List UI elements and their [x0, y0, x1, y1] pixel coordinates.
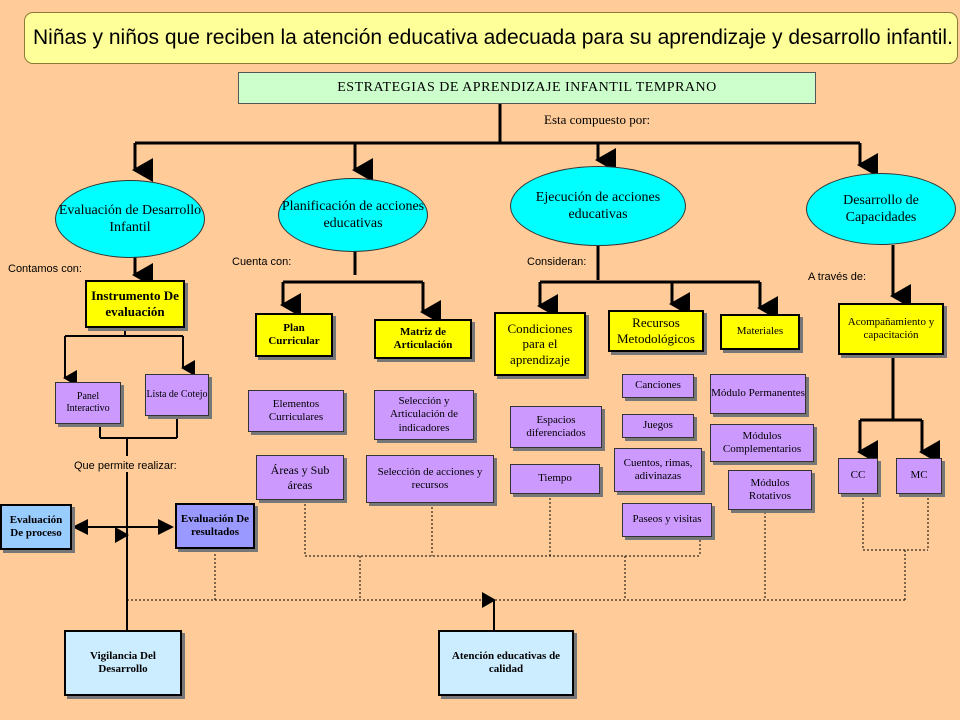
espacios-diferenciados-box: Espacios diferenciados — [510, 406, 602, 448]
branch-capacidades: Desarrollo de Capacidades — [806, 173, 956, 245]
page-title: Niñas y niños que reciben la atención ed… — [24, 12, 958, 64]
lista-cotejo-box: Lista de Cotejo — [145, 374, 209, 416]
label-traves: A través de: — [808, 271, 867, 283]
condiciones-aprendizaje-box: Condiciones para el aprendizaje — [494, 312, 586, 376]
label-permite: Que permite realizar: — [74, 460, 177, 472]
modulos-complementarios-box: Módulos Complementarios — [710, 424, 814, 462]
matriz-articulacion-box: Matriz de Articulación — [374, 319, 472, 359]
cc-box: CC — [838, 458, 878, 494]
modulo-permanentes-box: Módulo Permanentes — [710, 374, 806, 414]
branch-planificacion: Planificación de acciones educativas — [278, 178, 428, 252]
label-cuenta: Cuenta con: — [232, 256, 292, 268]
label-consideran: Consideran: — [527, 256, 587, 268]
vigilancia-desarrollo-box: Vigilancia Del Desarrollo — [64, 630, 182, 696]
evaluacion-resultados-box: Evaluación De resultados — [175, 503, 255, 549]
canciones-box: Canciones — [622, 374, 694, 398]
seleccion-indicadores-box: Selección y Articulación de indicadores — [374, 390, 474, 440]
panel-interactivo-box: Panel Interactivo — [55, 382, 121, 424]
root-strategy-box: ESTRATEGIAS DE APRENDIZAJE INFANTIL TEMP… — [238, 72, 816, 104]
recursos-metodologicos-box: Recursos Metodológicos — [608, 310, 704, 352]
instrumento-evaluacion-box: Instrumento De evaluación — [85, 280, 185, 328]
branch-evaluacion: Evaluación de Desarrollo Infantil — [55, 180, 205, 258]
atencion-calidad-box: Atención educativas de calidad — [438, 630, 574, 696]
acompanamiento-box: Acompañamiento y capacitación — [838, 303, 944, 355]
elementos-curriculares-box: Elementos Curriculares — [248, 390, 344, 432]
branch-ejecucion: Ejecución de acciones educativas — [510, 166, 686, 246]
materiales-box: Materiales — [720, 314, 800, 350]
root-label: Esta compuesto por: — [544, 112, 651, 127]
areas-subareas-box: Áreas y Sub áreas — [256, 455, 344, 500]
cuentos-rimas-box: Cuentos, rimas, adivinazas — [614, 448, 702, 492]
seleccion-acciones-box: Selección de acciones y recursos — [366, 455, 494, 503]
evaluacion-proceso-box: Evaluación De proceso — [0, 504, 72, 550]
label-contamos: Contamos con: — [8, 263, 82, 275]
juegos-box: Juegos — [622, 414, 694, 438]
modulos-rotativos-box: Módulos Rotativos — [728, 470, 812, 510]
plan-curricular-box: Plan Curricular — [255, 313, 333, 357]
tiempo-box: Tiempo — [510, 464, 600, 494]
paseos-visitas-box: Paseos y visitas — [622, 503, 712, 537]
mc-box: MC — [896, 458, 942, 494]
